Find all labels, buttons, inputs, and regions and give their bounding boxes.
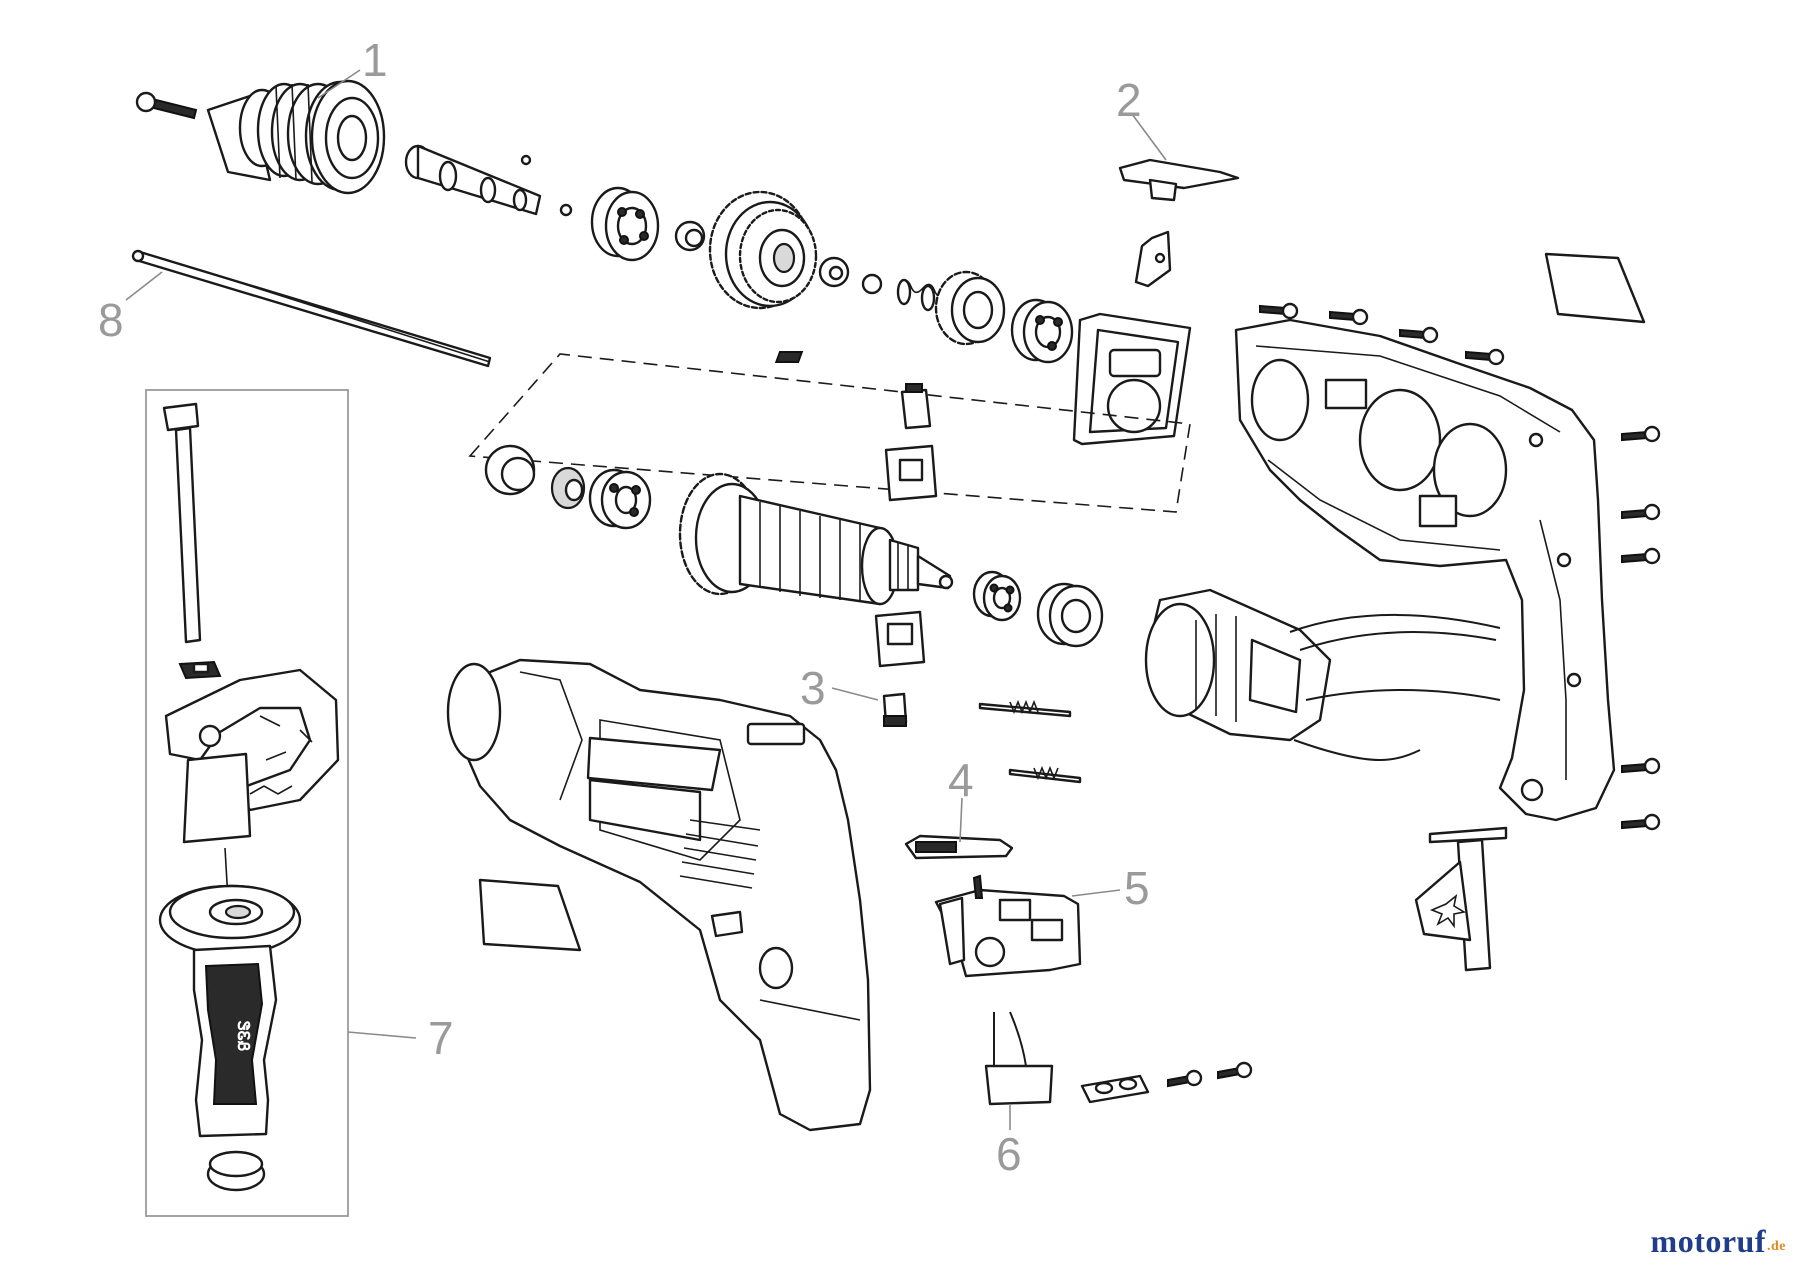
callout-6: 6 bbox=[996, 1128, 1022, 1180]
callout-7: 7 bbox=[428, 1012, 454, 1064]
screws-housing bbox=[1259, 302, 1661, 831]
callout-8: 8 bbox=[98, 294, 124, 346]
bearing-2 bbox=[550, 466, 586, 510]
bearing-rear bbox=[972, 570, 1022, 622]
carbon-brush bbox=[615, 692, 908, 745]
brush-spring-2 bbox=[1008, 765, 1082, 784]
brush-holder-2 bbox=[884, 444, 938, 502]
bearing-front bbox=[590, 186, 660, 262]
label-plate-left bbox=[478, 878, 582, 952]
side-handle-kit: ᏕᏋᏰ bbox=[158, 402, 340, 1192]
washer-1 bbox=[818, 256, 850, 288]
chuck-assembly bbox=[135, 79, 386, 195]
callout-3: 3 bbox=[800, 662, 826, 714]
brush-block-top bbox=[774, 351, 804, 363]
armature-rotor bbox=[678, 472, 954, 606]
small-ring bbox=[674, 220, 706, 252]
label-plate-right bbox=[1544, 252, 1646, 324]
assembly-grouping-outline bbox=[468, 353, 1191, 513]
cable-clamp bbox=[1080, 1074, 1150, 1104]
depth-rod bbox=[131, 249, 492, 368]
callout-1: 1 bbox=[362, 34, 388, 86]
gear-ring bbox=[934, 270, 1006, 346]
bushing-1 bbox=[484, 444, 536, 496]
spring bbox=[896, 278, 947, 312]
washer-2 bbox=[861, 273, 883, 295]
spindle-shaft bbox=[404, 144, 573, 217]
stator-field bbox=[1144, 588, 1501, 762]
watermark-brand: motoruf bbox=[1650, 1223, 1766, 1259]
suppression-capacitor bbox=[984, 1011, 1054, 1106]
brush-holder-1 bbox=[900, 383, 932, 430]
bearing-rear-top bbox=[1010, 298, 1074, 364]
switch-slider bbox=[904, 834, 1014, 860]
housing-shell-left bbox=[1234, 318, 1616, 822]
watermark-tld: .de bbox=[1767, 1239, 1786, 1254]
callout-4: 4 bbox=[948, 754, 974, 806]
brush-spring-1 bbox=[978, 699, 1072, 718]
bearing-3 bbox=[588, 468, 652, 530]
side-handle-kit-frame bbox=[145, 389, 349, 1217]
gear-housing-plate bbox=[1072, 312, 1192, 446]
callout-5: 5 bbox=[1124, 862, 1150, 914]
watermark-logo: motoruf.de bbox=[1651, 1223, 1786, 1260]
trigger-switch bbox=[934, 874, 1082, 978]
leader-lines bbox=[125, 69, 1167, 1130]
large-gear bbox=[708, 190, 818, 310]
depth-gauge-bracket bbox=[1414, 826, 1508, 972]
direction-lever bbox=[1118, 158, 1240, 288]
handle-logo: ᏕᏋᏰ bbox=[234, 1021, 251, 1052]
brush-holder-3 bbox=[874, 610, 926, 668]
drill-housing-right bbox=[446, 658, 872, 1132]
clamp-screw-2 bbox=[1217, 1061, 1253, 1080]
rubber-sleeve bbox=[1036, 582, 1104, 648]
callout-2: 2 bbox=[1116, 74, 1142, 126]
clamp-screw-1 bbox=[1167, 1069, 1203, 1088]
